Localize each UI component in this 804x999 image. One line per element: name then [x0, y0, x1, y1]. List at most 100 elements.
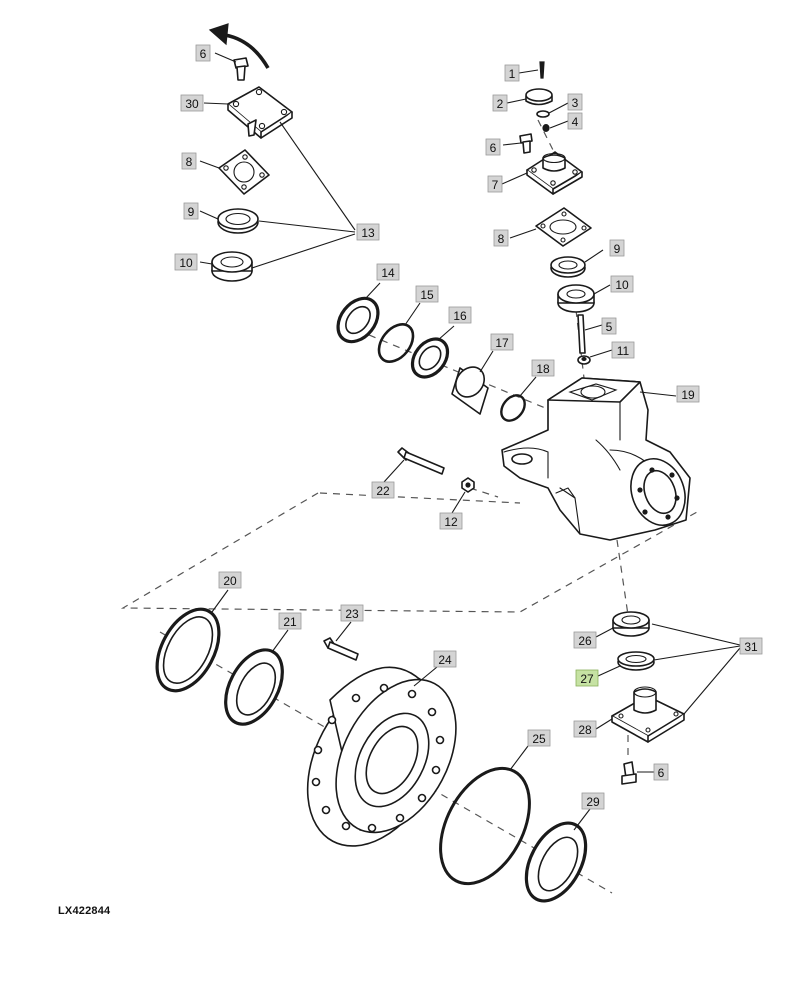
grease-fitting-1 [518, 61, 545, 79]
callout-17: 17 [490, 333, 514, 351]
svg-text:20: 20 [223, 574, 237, 588]
callout-7: 7 [487, 175, 503, 193]
o-ring-3 [536, 102, 569, 118]
svg-text:8: 8 [186, 155, 193, 169]
seal-14 [336, 282, 381, 344]
seal-29 [524, 808, 591, 903]
svg-text:10: 10 [179, 256, 193, 270]
seal-9-top-right [550, 249, 604, 278]
seal-16 [410, 325, 455, 379]
callout-5: 5 [601, 317, 617, 335]
svg-text:10: 10 [615, 278, 629, 292]
svg-text:31: 31 [744, 640, 758, 654]
gasket-8-top-left [218, 149, 270, 195]
svg-text:14: 14 [381, 266, 395, 280]
svg-text:6: 6 [490, 141, 497, 155]
callout-8-top-left: 8 [181, 152, 197, 170]
svg-text:4: 4 [572, 115, 579, 129]
callout-30: 30 [180, 94, 204, 112]
svg-text:8: 8 [498, 232, 505, 246]
callout-11: 11 [611, 341, 635, 359]
callout-1: 1 [504, 64, 520, 82]
seal-27 [597, 651, 655, 677]
svg-text:3: 3 [572, 96, 579, 110]
callout-9-top-right: 9 [609, 239, 625, 257]
callout-20: 20 [218, 571, 242, 589]
callout-24: 24 [433, 650, 457, 668]
svg-text:29: 29 [586, 795, 600, 809]
seal-9-top-left [217, 208, 259, 234]
svg-text:28: 28 [578, 723, 592, 737]
gasket-8-top-right [509, 207, 592, 247]
cover-7 [501, 151, 583, 195]
svg-text:30: 30 [185, 97, 199, 111]
callout-16: 16 [448, 306, 472, 324]
callout-13: 13 [356, 223, 380, 241]
callout-31: 31 [739, 637, 763, 655]
svg-text:18: 18 [536, 362, 550, 376]
nut-12 [451, 477, 475, 514]
svg-text:1: 1 [509, 67, 516, 81]
bearing-10-top-right [557, 284, 611, 313]
svg-text:19: 19 [681, 388, 695, 402]
svg-text:5: 5 [606, 320, 613, 334]
svg-text:15: 15 [420, 288, 434, 302]
bearing-10-top-left [211, 251, 253, 282]
snap-ring-15 [377, 302, 421, 363]
svg-text:25: 25 [532, 732, 546, 746]
figure-id-label: LX422844 [58, 905, 111, 917]
fitting-4 [542, 120, 569, 132]
callout-19: 19 [676, 385, 700, 403]
callout-15: 15 [415, 285, 439, 303]
svg-text:13: 13 [361, 226, 375, 240]
o-ring-25 [439, 745, 531, 886]
svg-text:11: 11 [617, 344, 630, 358]
svg-text:21: 21 [283, 615, 297, 629]
callout-12: 12 [439, 512, 463, 530]
callout-22: 22 [371, 481, 395, 499]
bolt-6-bottom [621, 761, 654, 785]
svg-text:26: 26 [578, 634, 592, 648]
callout-28: 28 [573, 720, 597, 738]
leaders-31 [651, 623, 741, 715]
callout-27-highlighted: 27 [575, 669, 599, 687]
seal-21 [224, 629, 289, 726]
callout-10-top-left: 10 [174, 253, 198, 271]
callout-21: 21 [278, 612, 302, 630]
leaders-top-left [199, 52, 356, 269]
callout-29: 29 [581, 792, 605, 810]
stud-23 [323, 621, 359, 661]
callout-2: 2 [492, 94, 508, 112]
callout-9-top-left: 9 [183, 202, 199, 220]
svg-text:9: 9 [614, 242, 621, 256]
bearing-26 [595, 611, 650, 638]
svg-text:9: 9 [188, 205, 195, 219]
callout-23: 23 [340, 604, 364, 622]
callout-4: 4 [567, 112, 583, 130]
pin-5 [577, 314, 603, 354]
svg-text:7: 7 [492, 178, 499, 192]
callout-6-top-right: 6 [485, 138, 501, 156]
svg-text:12: 12 [444, 515, 458, 529]
callout-6-top-left: 6 [195, 44, 211, 62]
svg-text:23: 23 [345, 607, 359, 621]
steering-knuckle-19 [501, 377, 691, 541]
callout-3: 3 [567, 93, 583, 111]
svg-text:6: 6 [200, 47, 207, 61]
svg-text:24: 24 [438, 653, 452, 667]
rotation-arrow-icon [208, 23, 270, 69]
o-ring-18 [500, 376, 537, 422]
nut-11 [577, 349, 613, 365]
callout-14: 14 [376, 263, 400, 281]
cover-28 [595, 686, 685, 743]
callout-10-top-right: 10 [610, 275, 634, 293]
cover-30 [227, 86, 293, 139]
bolt-6-top-right [502, 133, 533, 154]
callout-25: 25 [527, 729, 551, 747]
callout-8-top-right: 8 [493, 229, 509, 247]
wheel-hub-24 [306, 666, 457, 847]
svg-text:6: 6 [658, 766, 665, 780]
svg-text:22: 22 [376, 484, 390, 498]
svg-text:16: 16 [453, 309, 467, 323]
